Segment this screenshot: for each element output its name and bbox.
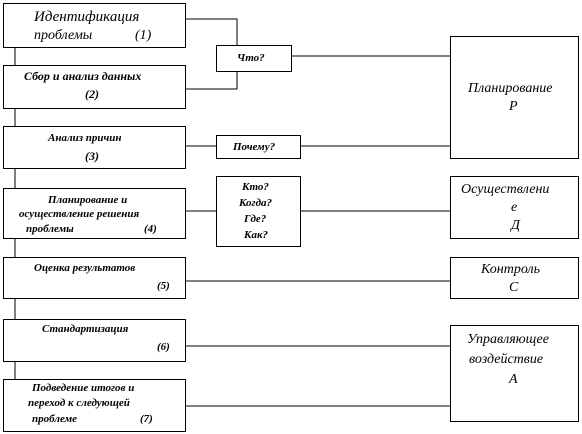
step-1-line2: проблемы [34,28,93,43]
phase-check-letter: C [509,280,519,295]
step-4-box: Планирование и осуществление решения про… [3,188,186,239]
step-2-title: Сбор и анализ данных [24,69,142,83]
phase-act-letter: A [509,372,518,387]
question-what-box: Что? [216,45,292,72]
question-where-text: Где? [244,213,267,225]
phase-plan-letter: P [509,99,518,114]
step-6-title: Стандартизация [42,323,129,335]
phase-act-name-line2: воздействие [469,352,544,367]
step-1-title: Идентификация [34,9,140,25]
step-3-box: Анализ причин (3) [3,126,186,169]
step-7-box: Подведение итогов и переход к следующей … [3,379,186,432]
step-1-number: (1) [135,28,152,43]
question-why-box: Почему? [216,135,301,159]
phase-do-name-line2: е [511,200,518,215]
step-2-number: (2) [85,87,99,101]
question-when-text: Когда? [239,197,273,209]
phase-check-name: Контроль [481,262,540,277]
link-step2-what [185,71,238,90]
question-who-text: Кто? [242,181,269,193]
step-4-line2: осуществление решения [19,208,140,220]
phase-do-name: Осуществлени [461,182,550,197]
phase-plan-name: Планирование [468,81,553,96]
phase-act-box: Управляющее воздействие A [450,325,579,422]
step-6-box: Стандартизация (6) [3,319,186,362]
step-3-number: (3) [85,149,99,163]
question-how-text: Как? [244,229,269,241]
step-7-line2: переход к следующей [28,397,130,409]
step-4-number: (4) [144,223,157,235]
phase-do-letter: Д [511,218,520,233]
question-who-when-where-how-box: Кто? Когда? Где? Как? [216,176,301,247]
step-4-title: Планирование и [48,194,128,206]
step-6-number: (6) [157,341,170,353]
phase-act-name: Управляющее [467,332,549,347]
step-7-line3: проблеме [32,413,78,425]
phase-check-box: Контроль C [450,257,579,299]
step-5-number: (5) [157,280,170,292]
step-5-title: Оценка результатов [34,262,136,274]
step-7-number: (7) [140,413,153,425]
question-why-text: Почему? [233,141,276,153]
step-1-box: Идентификация проблемы (1) [3,3,186,48]
phase-plan-box: Планирование P [450,36,579,159]
step-5-box: Оценка результатов (5) [3,257,186,299]
link-step1-what [185,18,238,45]
step-3-title: Анализ причин [48,132,122,144]
phase-do-box: Осуществлени е Д [450,176,579,239]
step-2-box: Сбор и анализ данных (2) [3,65,186,109]
question-what-text: Что? [237,52,265,64]
step-7-title: Подведение итогов и [32,382,135,394]
step-4-line3: проблемы [26,223,74,235]
